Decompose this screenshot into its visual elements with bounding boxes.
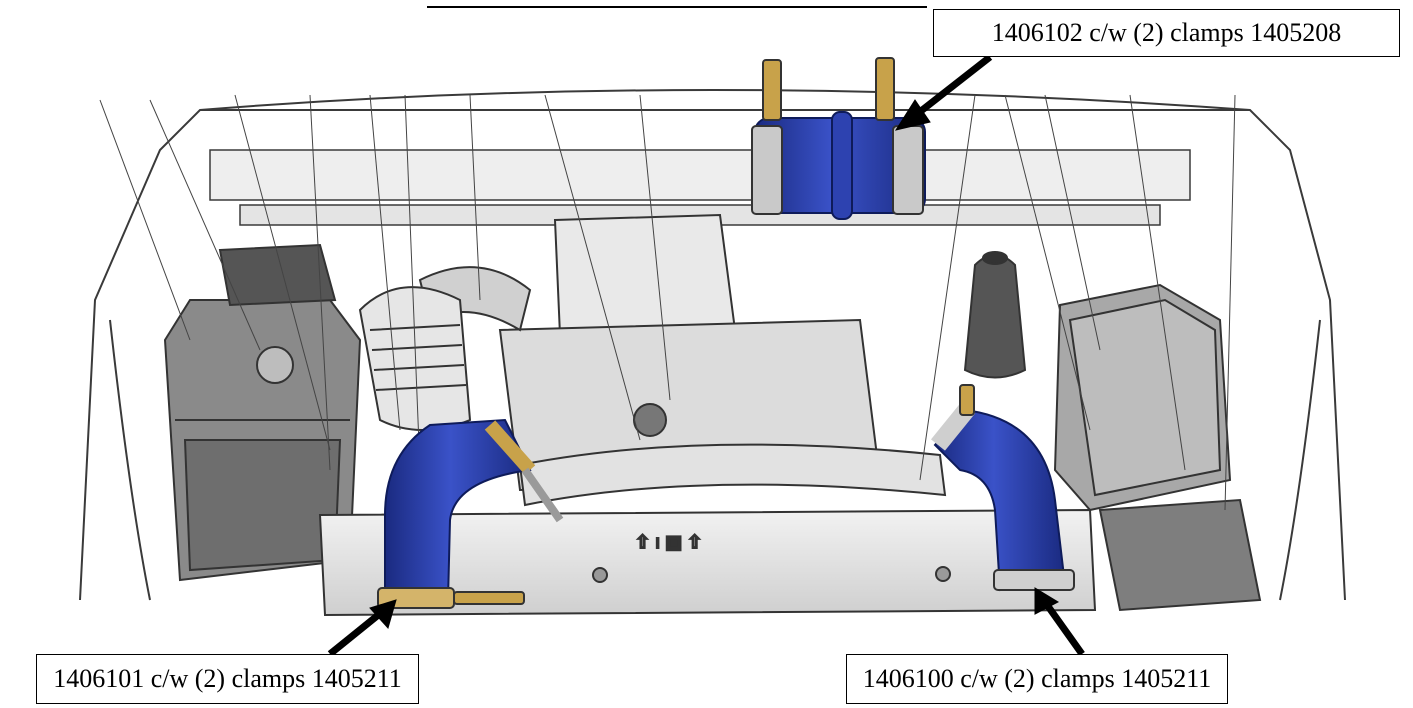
front-panel: ⇧ ı ▣ ⇧ — [318, 508, 1097, 617]
callout-right-elbow: 1406100 c/w (2) clamps 1405211 — [846, 654, 1228, 704]
pointer-arrow-icon — [327, 599, 397, 657]
title-underline — [427, 6, 927, 8]
hose-clamp-icon — [751, 57, 924, 215]
engine-bay-outline — [79, 89, 1346, 601]
pointer-arrow-icon — [894, 54, 993, 131]
leader-lines — [99, 94, 1236, 511]
silicone-hose-icon — [384, 418, 532, 601]
air-box — [163, 243, 362, 582]
hose-clamp-icon — [931, 384, 1075, 591]
radiator-support — [209, 149, 1191, 226]
fuse-box — [1053, 283, 1232, 512]
battery-area — [1098, 498, 1262, 612]
coolant-reservoir — [963, 251, 1027, 379]
pointer-arrow-icon — [1034, 587, 1085, 657]
intake-tube — [358, 286, 472, 431]
silicone-hose-icon — [933, 408, 1067, 592]
hose-clamp-icon — [377, 420, 564, 609]
svg-text:⇧ ı ▣ ⇧: ⇧ ı ▣ ⇧ — [635, 532, 702, 552]
charge-pipe — [518, 443, 947, 507]
callout-top-coupler: 1406102 c/w (2) clamps 1405208 — [933, 9, 1400, 57]
callout-left-elbow: 1406101 c/w (2) clamps 1405211 — [36, 654, 419, 704]
